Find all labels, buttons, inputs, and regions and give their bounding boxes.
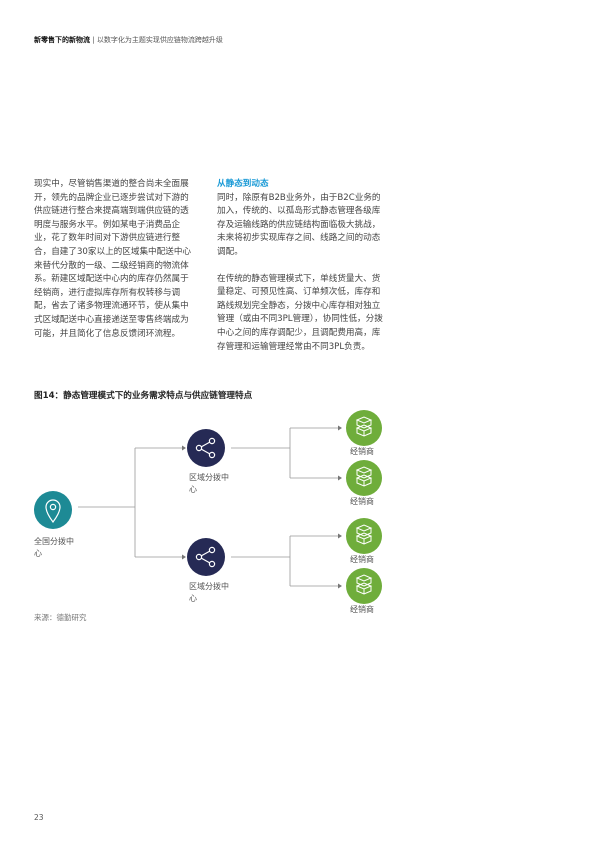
boxes-icon	[355, 466, 373, 487]
dealer-node	[346, 568, 382, 604]
figure-title: 图14：静态管理模式下的业务需求特点与供应链管理特点	[34, 391, 253, 401]
dealer-label: 经销商	[350, 555, 374, 564]
boxes-icon	[355, 416, 373, 437]
dealer-node	[346, 460, 382, 496]
dealer-label: 经销商	[350, 447, 374, 456]
regional-center-label: 区域分拨中心	[189, 473, 229, 494]
source-note: 来源：德勤研究	[34, 613, 87, 622]
running-header: 新零售下的新物流 | 以数字化为主题实现供应链物流跨越升级	[34, 35, 223, 45]
location-pin-icon	[45, 499, 61, 524]
regional-center-label: 区域分拨中心	[189, 582, 229, 603]
dealer-label: 经销商	[350, 497, 374, 506]
national-center-label: 全国分拨中心	[34, 537, 74, 558]
regional-center-node-2	[187, 538, 225, 576]
left-column-text: 现实中，尽管销售渠道的整合尚未全面展开，领先的品牌企业已逐步尝试对下游的供应链进…	[34, 179, 192, 339]
dealer-node	[346, 518, 382, 554]
regional-center-node-1	[187, 429, 225, 467]
section-heading: 从静态到动态	[217, 179, 269, 189]
share-network-icon	[195, 546, 216, 568]
paragraph: 在传统的静态管理模式下，单线货量大、货量稳定、可预见性高、订单频次低，库存和路线…	[217, 273, 383, 352]
page-number: 23	[34, 813, 44, 822]
dealer-node	[346, 410, 382, 446]
paragraph: 同时，除原有B2B业务外，由于B2C业务的加入，传统的、以孤岛形式静态管理各级库…	[217, 192, 381, 257]
header-title: 新零售下的新物流	[34, 36, 90, 44]
arrowheads	[182, 425, 342, 589]
right-column: 从静态到动态 同时，除原有B2B业务外，由于B2C业务的加入，传统的、以孤岛形式…	[217, 178, 385, 354]
connector-lines	[78, 427, 338, 587]
header-subtitle: 以数字化为主题实现供应链物流跨越升级	[96, 36, 223, 44]
boxes-icon	[355, 524, 373, 545]
dealer-label: 经销商	[350, 605, 374, 614]
share-network-icon	[195, 437, 216, 459]
national-center-node	[34, 491, 72, 529]
boxes-icon	[355, 574, 373, 595]
header-separator: |	[92, 36, 95, 44]
